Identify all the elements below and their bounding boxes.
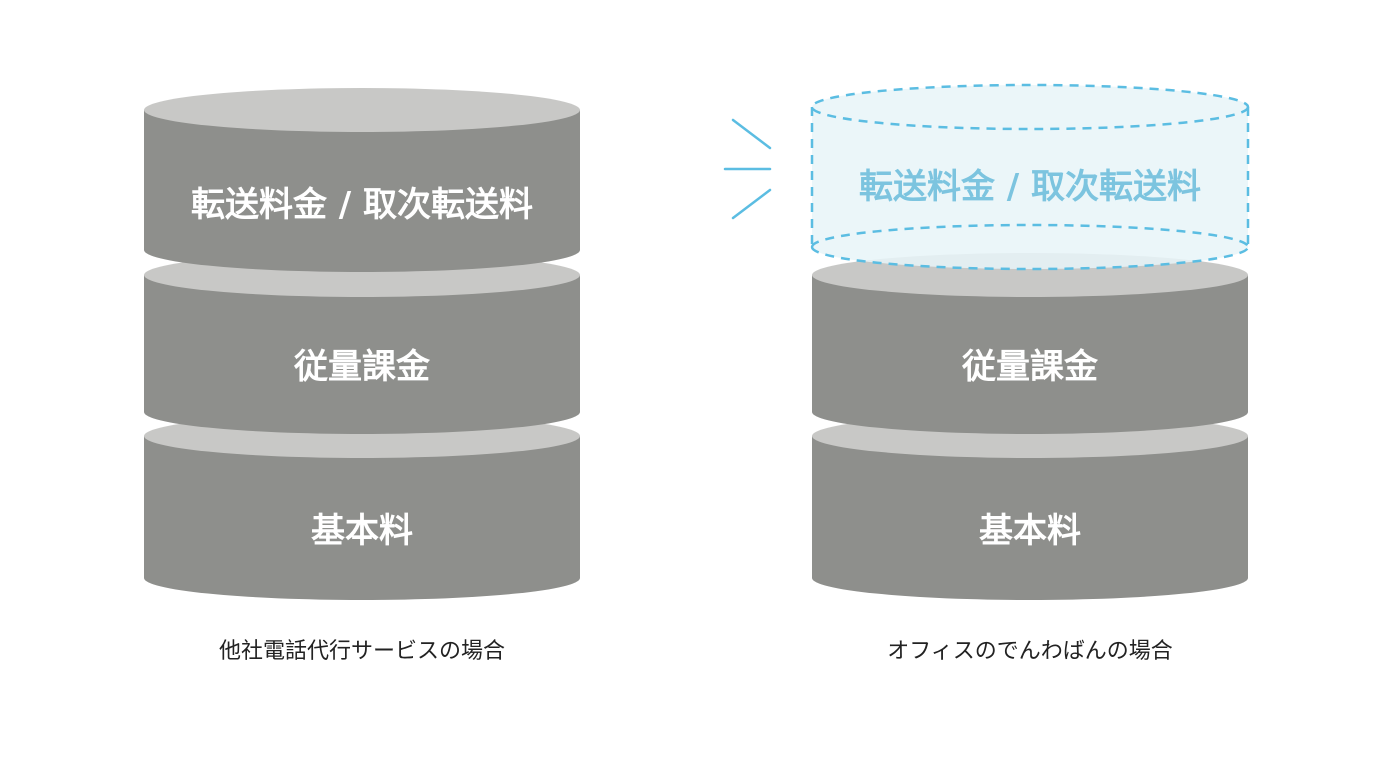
right-layer-base-fee-label: 基本料 [979,511,1081,551]
left-stack: 基本料 従量課金 転送料金 / 取次転送料 他社電話代行サービスの場合 [144,88,580,664]
right-stack: 基本料 従量課金 転送料金 / 取次転送料 オフィスのでんわばんの場合 [723,83,1250,664]
left-layer-usage-fee-label: 従量課金 [293,347,431,387]
right-removed-transfer-fee-layer: 転送料金 / 取次転送料 [810,83,1250,271]
right-layer-usage-fee-label: 従量課金 [961,347,1099,387]
right-caption: オフィスのでんわばんの場合 [887,639,1173,664]
left-layer-base-fee: 基本料 [144,414,580,600]
left-layer-usage-fee: 従量課金 [144,253,580,434]
left-layer-transfer-fee-label: 転送料金 / 取次転送料 [191,185,533,225]
right-removed-transfer-fee-label: 転送料金 / 取次転送料 [859,167,1201,207]
left-caption: 他社電話代行サービスの場合 [219,639,505,664]
emphasis-burst-lines [723,118,772,220]
left-layer-base-fee-label: 基本料 [311,511,413,551]
right-layer-usage-fee: 従量課金 [812,253,1248,434]
right-layer-base-fee: 基本料 [812,414,1248,600]
left-layer-transfer-fee: 転送料金 / 取次転送料 [144,88,580,272]
